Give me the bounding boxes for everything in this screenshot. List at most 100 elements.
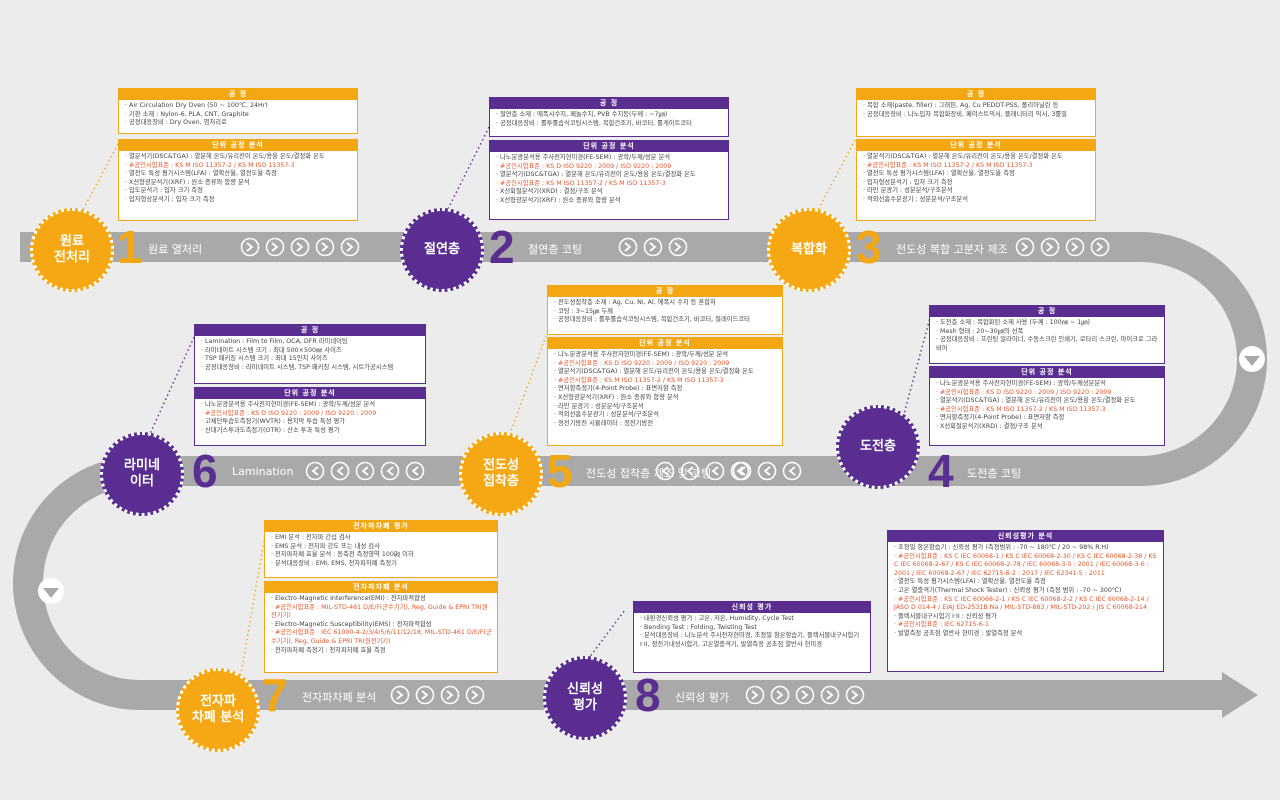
box-item: #공인시험표준 : KS C IEC 60068-1 / KS C IEC 60… (894, 553, 1159, 579)
box-item: 라만 분광기 : 성분분석/구조분석 (863, 187, 1091, 196)
box-item: 복합 소재(paste, filler) : 그래핀, Ag, Cu PEDOT… (863, 102, 1091, 111)
chevron-icon (788, 466, 796, 476)
box-title: 단위 공정 분석 (119, 140, 357, 151)
box-title: 공 정 (119, 89, 357, 100)
info-box-analysis-4: 단위 공정 분석 나노분광분석용 주사전자현미경(FE-SEM) : 광학/두께… (929, 366, 1165, 446)
box-item: 공정대응장비 : 나노입자 복합화장비, 페이스트믹서, 플래니터리 믹서, 3… (863, 111, 1091, 120)
step-number-8: 8 (635, 669, 661, 721)
box-item: 고체단투습도측정기(WVTR) : 용지막 투습 특성 평가 (201, 418, 421, 427)
chevron-icon (801, 690, 809, 700)
chevron-icon (1090, 237, 1110, 257)
chevron-icon (674, 242, 682, 252)
box-item: 공정대응장비 : 프린팅 얼라이너, 수동스크린 인쇄기, 로타리 스크린, 마… (936, 336, 1160, 353)
chevron-icon (757, 461, 777, 481)
road-label-7: 전자파차폐 분석 (302, 691, 377, 704)
chevron-icon (851, 690, 859, 700)
box-item: 공정대응장비 : Dry Oven, 염처리로 (125, 119, 353, 128)
chevron-icon (311, 466, 319, 476)
road-label-4: 도전층 코팅 (967, 467, 1022, 480)
box-item-list: 나노분광분석용 주사전자현미경(FE-SEM) : 광학/두께성분분석#공인시험… (930, 378, 1164, 435)
box-item: X선형광분석기(XRF) : 원소 종류와 함량 분석 (554, 394, 778, 403)
box-item: 열분석기(DSC&TGA) : 열분해 온도/유리전이 온도/용융 온도/결정화… (496, 171, 724, 180)
chevron-icon (271, 242, 279, 252)
box-title: 전자파차폐 평가 (265, 521, 497, 532)
box-item: 산대기스투과도측정기(OTR) : 산소 투과 특성 평가 (201, 427, 421, 436)
box-item-list: 도전층 소재 : 복합화된 소재 사용 (두께 : 100㎚ ~ 1㎛)Mesh… (930, 317, 1164, 356)
box-item: 열전도 특성 평가시스템(LFA) : 열확산율, 열전도율 측정 (863, 170, 1091, 179)
box-title: 공 정 (857, 89, 1095, 100)
box-item: 입자형상분석기 : 입자 크기 측정 (125, 196, 353, 205)
box-item: 공정대응장비 : 롤투롤습식코팅시스템, 복합건조기, 바코터, 롤게이트코터 (496, 120, 724, 129)
box-item: #공인시험표준 : IEC 61000-4-2/3/4/5/6/11/12/18… (271, 629, 493, 646)
chevron-icon (321, 242, 329, 252)
road-label-2: 절연층 코팅 (528, 243, 583, 256)
chevron-icon (711, 466, 719, 476)
box-item-list: 전도성접착층 소재 : Ag, Cu, Ni, Al, 에폭시 수지 등 혼합처… (548, 297, 782, 328)
box-title: 단위 공정 분석 (930, 367, 1164, 378)
chevron-icon (763, 466, 771, 476)
chevron-icon (380, 461, 400, 481)
info-box-process-4: 공 정 도전층 소재 : 복합화된 소재 사용 (두께 : 100㎚ ~ 1㎛)… (929, 305, 1165, 364)
step-circle-raw-material: 원료 전처리 (30, 208, 114, 292)
box-item-list: Electro-Magnetic Interference(EMI) : 전자파… (265, 593, 497, 658)
box-item: X선회절분석기(XRD) : 결정/구조 분석 (936, 423, 1160, 432)
step-circle-emi: 전자파 차폐 분석 (176, 668, 260, 752)
chevron-icon (440, 685, 460, 705)
box-item: #공인시험표준 : KS D ISO 9220 : 2009 / ISO 922… (554, 360, 778, 369)
box-title: 신뢰성평가 분석 (888, 531, 1163, 542)
chevron-icon (396, 690, 404, 700)
box-item: 코팅 : 3~15㎛ 두께 (554, 308, 778, 317)
box-title: 공 정 (490, 98, 728, 109)
road-label-3: 전도성 복합 고분자 제조 (896, 243, 1008, 256)
chevron-icon (386, 466, 394, 476)
box-item: 면저항측정기(4-Point Probe) : 표면저항 측정 (936, 414, 1160, 423)
box-item: #공인시험표준 : IEC 62715-6-1 (894, 621, 1159, 630)
box-item-list: 내환경신뢰성 평가 : 고온, 저온, Humidity, Cycle Test… (634, 613, 870, 652)
box-item: Electro-Magnetic Interference(EMI) : 전자파… (271, 595, 493, 604)
chevron-icon (296, 242, 304, 252)
info-box-analysis-1: 단위 공정 분석 열분석기(DSC&TGA) : 열분해 온도/유리전이 온도/… (118, 139, 358, 221)
chevron-icon (1046, 242, 1054, 252)
info-box-analysis-2: 단위 공정 분석 나노분광분석용 주사전자현미경(FE-SEM) : 광학/두께… (489, 140, 729, 220)
box-item: EMS 분석 : 전자파 강도 또는 내성 검사 (271, 543, 493, 552)
box-item: Mesh 형태 : 20~30㎛의 선폭 (936, 328, 1160, 337)
box-item-list: 절연층 소재 : 에폭시수지, 페놀수지, PVB 수지등(두께 : ~7㎛)공… (490, 109, 728, 131)
chevron-icon (618, 237, 638, 257)
box-item: #공인시험표준 : KS M ISO 11357-2 / KS M ISO 11… (125, 162, 353, 171)
chevron-icon (668, 237, 688, 257)
box-item: #공인시험표준 : KS D ISO 9220 : 2009 / ISO 922… (201, 410, 421, 419)
box-item: 분석대응장비 : EMI, EMS, 전자파차폐 측정기 (271, 560, 493, 569)
step-circle-conductive: 도전층 (836, 405, 920, 489)
chevron-icon (1096, 242, 1104, 252)
chevron-icon (661, 466, 669, 476)
box-title: 공 정 (548, 286, 782, 297)
box-item: X선형광분석기(XRF) : 원소 종류와 함량 분석 (496, 197, 724, 206)
box-item: #공인시험표준 : KS D ISO 9220 : 2009 / ISO 922… (496, 163, 724, 172)
box-title: 신뢰성 평가 (634, 602, 870, 613)
chevron-icon (751, 690, 759, 700)
box-item: 초정밀 항온항습기 : 신뢰성 평가 (측정범위 : -70 ~ 180℃ / … (894, 544, 1159, 553)
box-item: 절연층 소재 : 에폭시수지, 페놀수지, PVB 수지등(두께 : ~7㎛) (496, 111, 724, 120)
box-item: #공인시험표준 : MIL-STD-461 D/E/F(군수기기), Reg, … (271, 604, 493, 621)
box-item: X선회절분석기(XRD) : 결정/구조 분석 (496, 188, 724, 197)
chevron-icon (355, 461, 375, 481)
box-item: 나노분광분석용 주사전자현미경(FE-SEM) : 광학/두께/성분 분석 (496, 154, 724, 163)
box-item: 열전도 특성 평가시스템(LFA) : 열확산율, 열전도율 측정 (125, 170, 353, 179)
chevron-icon (826, 690, 834, 700)
box-item: 전도성접착층 소재 : Ag, Cu, Ni, Al, 에폭시 수지 등 혼합처 (554, 299, 778, 308)
box-item: 나노분광분석용 주사전자현미경(FE-SEM) : 광학/두께/성분 분석 (201, 401, 421, 410)
chevron-icon (290, 237, 310, 257)
box-item: TSP 패키징 시스템 크기 : 최대 15인치 사이즈 (201, 355, 421, 364)
box-item: #공인시험표준 : KS D ISO 9220 : 2009 / ISO 922… (936, 389, 1160, 398)
info-box-analysis-5: 단위 공정 분석 나노분광분석용 주사전자현미경(FE-SEM) : 광학/두께… (547, 337, 783, 446)
info-box-process-6: 공 정 Lamination : Film to Film, OCA, DFR … (194, 324, 426, 384)
chevron-icon (465, 685, 485, 705)
chevron-icon (421, 690, 429, 700)
chevron-icon (643, 237, 663, 257)
box-title: 공 정 (930, 306, 1164, 317)
step-circle-laminator: 라미네 이터 (100, 432, 184, 516)
down-arrow-icon (1239, 346, 1265, 372)
chevron-icon (265, 237, 285, 257)
chevron-icon (738, 466, 746, 476)
